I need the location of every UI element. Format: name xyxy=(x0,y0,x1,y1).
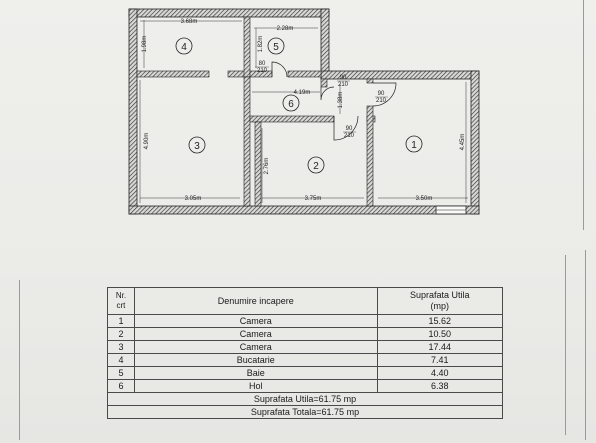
header-crt-label: crt xyxy=(116,301,126,310)
room-number-2: 2 xyxy=(313,161,319,172)
room-number-3: 3 xyxy=(194,141,200,152)
window xyxy=(435,205,467,215)
row-area: 6.38 xyxy=(376,379,504,393)
dim-label-room5-width: 2.28m xyxy=(277,26,294,32)
room-number-1: 1 xyxy=(411,140,417,151)
row-name: Camera xyxy=(133,327,378,341)
table-row: 6 Hol 6.38 xyxy=(107,379,504,393)
door-label-room2-height: 210 xyxy=(344,133,355,139)
header-nr: Nr. crt xyxy=(107,287,135,315)
dim-label-hall-width: 4.19m xyxy=(294,90,311,96)
dim-label-room2-height: 2.76m xyxy=(264,158,270,175)
total-overall-row: Suprafata Totala=61.75 mp xyxy=(107,405,503,419)
door-label-room2-width: 90 xyxy=(346,126,353,132)
row-nr: 2 xyxy=(107,327,135,341)
dim-label-room3-height: 4.90m xyxy=(144,133,150,150)
dim-label-room3-width: 3.05m xyxy=(185,196,202,202)
table-row: 5 Baie 4.40 xyxy=(107,366,504,380)
floor-plan: 3.68m 1.98m 2.28m 1.82m 4.19m 1.38m 4.90… xyxy=(128,8,480,215)
row-area: 15.62 xyxy=(376,314,504,328)
room-marker-4: 4 xyxy=(175,37,193,55)
page-edge-line xyxy=(585,250,586,440)
total-useful-row: Suprafata Utila=61.75 mp xyxy=(107,392,503,406)
dimension-lines xyxy=(139,20,468,203)
table-row: 3 Camera 17.44 xyxy=(107,340,504,354)
row-nr: 6 xyxy=(107,379,135,393)
total-useful-area: Suprafata Utila=61.75 mp xyxy=(107,392,503,406)
table-row: 2 Camera 10.50 xyxy=(107,327,504,341)
table-row: 1 Camera 15.62 xyxy=(107,314,504,328)
door-label-hall-left-width: 90 xyxy=(340,75,347,81)
dim-label-room4-width: 3.68m xyxy=(181,19,198,25)
dim-label-room4-height: 1.98m xyxy=(142,36,148,53)
door-swings xyxy=(271,61,397,141)
header-area-label: Suprafata Utila xyxy=(409,290,470,300)
room-number-4: 4 xyxy=(181,42,187,53)
exterior-walls xyxy=(128,8,480,215)
row-nr: 3 xyxy=(107,340,135,354)
door-label-bath-width: 80 xyxy=(259,61,266,67)
page-edge-line xyxy=(565,255,566,435)
dim-label-room2-width: 3.75m xyxy=(305,196,322,202)
row-nr: 1 xyxy=(107,314,135,328)
room-marker-6: 6 xyxy=(282,94,300,112)
row-nr: 5 xyxy=(107,366,135,380)
dim-label-room1-width: 3.50m xyxy=(416,196,433,202)
header-room-name: Denumire incapere xyxy=(133,287,378,315)
header-nr-label: Nr. xyxy=(115,291,127,300)
door-label-room1-height: 210 xyxy=(376,98,387,104)
door-label-bath-height: 210 xyxy=(257,68,268,74)
room-marker-2: 2 xyxy=(307,156,325,174)
row-area: 7.41 xyxy=(376,353,504,367)
row-name: Camera xyxy=(133,314,378,328)
header-area-unit: (mp) xyxy=(430,301,450,311)
header-area: Suprafata Utila (mp) xyxy=(376,287,504,315)
table-header-row: Nr. crt Denumire incapere Suprafata Util… xyxy=(107,287,504,315)
rooms-table: Nr. crt Denumire incapere Suprafata Util… xyxy=(107,287,504,419)
interior-walls xyxy=(136,16,376,207)
dim-label-room1-height: 4.45m xyxy=(460,134,466,151)
dim-label-hall-height: 1.38m xyxy=(338,92,344,109)
row-nr: 4 xyxy=(107,353,135,367)
page-edge-line xyxy=(583,0,584,230)
room-marker-5: 5 xyxy=(267,37,285,55)
total-overall-area: Suprafata Totala=61.75 mp xyxy=(107,405,503,419)
room-marker-3: 3 xyxy=(188,136,206,154)
row-name: Baie xyxy=(133,366,378,380)
room-number-5: 5 xyxy=(273,42,279,53)
door-label-hall-left-height: 210 xyxy=(338,82,349,88)
row-area: 4.40 xyxy=(376,366,504,380)
room-number-6: 6 xyxy=(288,99,294,110)
door-label-room1-width: 90 xyxy=(378,91,385,97)
row-name: Camera xyxy=(133,340,378,354)
page-edge-line xyxy=(19,280,20,440)
dim-label-room5-height: 1.82m xyxy=(258,36,264,53)
room-marker-1: 1 xyxy=(405,135,423,153)
row-area: 10.50 xyxy=(376,327,504,341)
row-name: Hol xyxy=(133,379,378,393)
row-name: Bucatarie xyxy=(133,353,378,367)
row-area: 17.44 xyxy=(376,340,504,354)
table-row: 4 Bucatarie 7.41 xyxy=(107,353,504,367)
